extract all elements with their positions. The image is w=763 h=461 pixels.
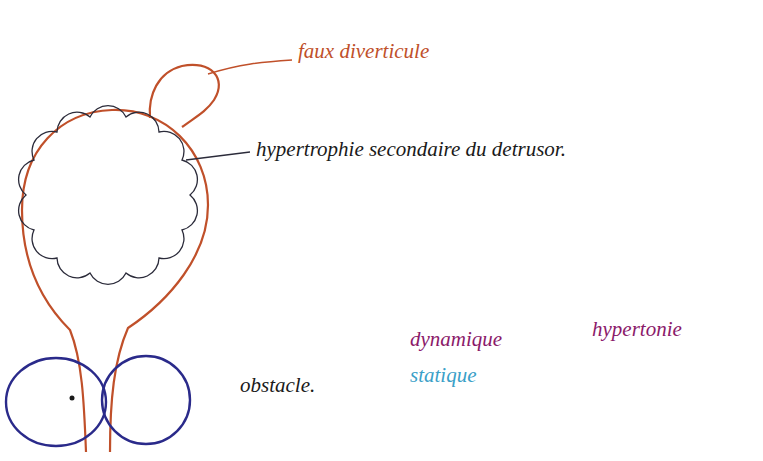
dynamic-label: dynamique [410,328,502,351]
leader-line [208,60,292,74]
static-label: statique [410,364,477,387]
hypertrophy-label: hypertrophie secondaire du detrusor. [256,138,566,161]
detrusor-hypertrophy [19,106,198,285]
prostate-lobe [102,356,190,444]
diverticulum-label: faux diverticule [298,40,429,63]
obstacle-label: obstacle. [240,374,315,397]
hypertonia-label: hypertonie [592,318,682,341]
dot [70,396,75,401]
prostate-lobe [6,358,106,446]
leader-line [186,152,250,160]
bladder-wall [22,110,208,452]
